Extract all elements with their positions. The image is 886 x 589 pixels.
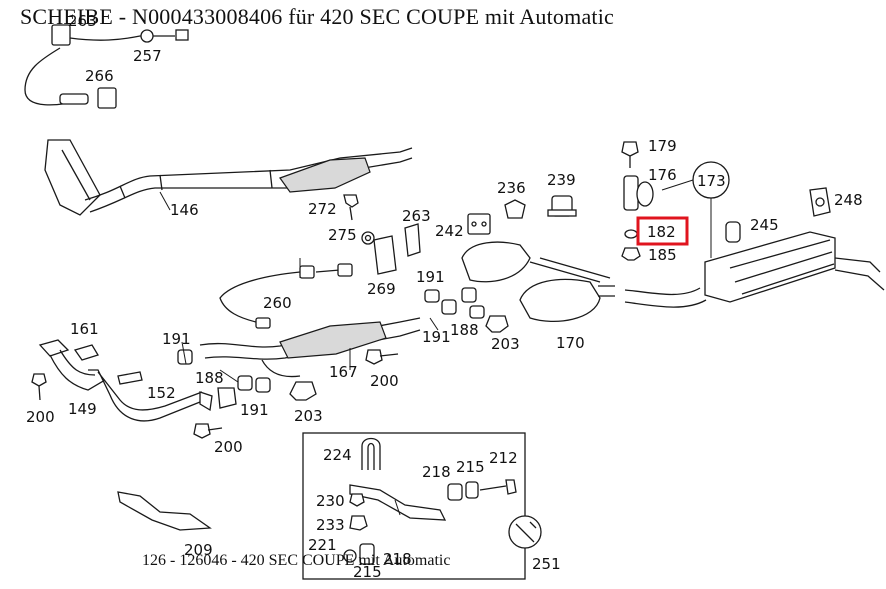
label-212: 212 [489, 449, 518, 467]
nut-275[interactable] [361, 231, 375, 245]
label-263-top: 263 [68, 12, 97, 30]
label-167: 167 [329, 363, 358, 381]
mount-242[interactable] [467, 213, 491, 235]
label-170: 170 [556, 334, 585, 352]
label-248: 248 [834, 191, 863, 209]
bracket-263[interactable] [404, 223, 421, 257]
label-188-b: 188 [195, 369, 224, 387]
label-266: 266 [85, 67, 114, 85]
label-272: 272 [308, 200, 337, 218]
label-203-a: 203 [491, 335, 520, 353]
leader-lines [159, 191, 439, 516]
bracket-269[interactable] [373, 235, 397, 275]
label-146: 146 [170, 201, 199, 219]
label-200-mid: 200 [370, 372, 399, 390]
hanger-248[interactable] [809, 187, 831, 217]
bushings-215-212[interactable] [447, 479, 517, 501]
label-200-left: 200 [26, 408, 55, 426]
label-263-mid: 263 [402, 207, 431, 225]
label-242: 242 [435, 222, 464, 240]
bracket-209[interactable] [117, 491, 212, 531]
label-191-a: 191 [416, 268, 445, 286]
label-275: 275 [328, 226, 357, 244]
label-203-b: 203 [294, 407, 323, 425]
label-215-a: 215 [456, 458, 485, 476]
label-230: 230 [316, 492, 345, 510]
label-236: 236 [497, 179, 526, 197]
parts-221-215[interactable] [343, 543, 375, 565]
label-200-lower: 200 [214, 438, 243, 456]
bolt-200-left[interactable] [31, 373, 47, 401]
bolt-200-middle[interactable] [365, 349, 399, 365]
nuts-230-233[interactable] [349, 493, 368, 531]
label-239: 239 [547, 171, 576, 189]
nut-185[interactable] [621, 247, 641, 261]
label-179: 179 [648, 137, 677, 155]
label-176: 176 [648, 166, 677, 184]
label-251: 251 [532, 555, 561, 573]
bolt-200-lower[interactable] [193, 423, 223, 439]
label-260: 260 [263, 294, 292, 312]
label-245: 245 [750, 216, 779, 234]
center-muffler-170[interactable] [461, 241, 615, 323]
label-161: 161 [70, 320, 99, 338]
label-191-b: 191 [422, 328, 451, 346]
label-269: 269 [367, 280, 396, 298]
label-182: 182 [647, 223, 676, 241]
rear-muffler[interactable] [624, 231, 885, 308]
label-152: 152 [147, 384, 176, 402]
oxygen-sensor-cable-upper[interactable] [24, 24, 189, 109]
label-218-b: 218 [383, 550, 412, 568]
mount-239[interactable] [547, 195, 577, 217]
detail-box [302, 432, 526, 580]
washer-182[interactable] [624, 229, 638, 239]
highlight-box-182 [636, 216, 689, 246]
label-191-c: 191 [162, 330, 191, 348]
label-224: 224 [323, 446, 352, 464]
bushing-group-right[interactable] [424, 287, 509, 333]
bolt-179[interactable] [621, 141, 639, 168]
front-pipes-149-152[interactable] [38, 339, 213, 422]
label-233: 233 [316, 516, 345, 534]
rubber-245[interactable] [725, 221, 741, 243]
catalyst-front-pipe-146[interactable] [44, 139, 413, 216]
clamp-176[interactable] [623, 175, 654, 211]
label-221: 221 [308, 536, 337, 554]
wrench-symbol-251[interactable] [508, 515, 542, 549]
mount-236[interactable] [504, 199, 526, 219]
label-257: 257 [133, 47, 162, 65]
label-188-a: 188 [450, 321, 479, 339]
oxygen-sensor-cable-260[interactable] [219, 263, 353, 329]
label-218-a: 218 [422, 463, 451, 481]
bolt-272[interactable] [343, 194, 359, 221]
diagram-title: SCHEIBE - N000433008406 für 420 SEC COUP… [20, 4, 614, 29]
label-191-d: 191 [240, 401, 269, 419]
label-209: 209 [184, 541, 213, 559]
label-215-b: 215 [353, 563, 382, 581]
label-185: 185 [648, 246, 677, 264]
middle-pipe-167[interactable] [199, 317, 421, 378]
label-173: 173 [697, 172, 726, 190]
u-bolt-224[interactable] [361, 437, 381, 471]
label-149: 149 [68, 400, 97, 418]
diagram-footer: 126 - 126046 - 420 SEC COUPE mit Automat… [142, 552, 451, 569]
